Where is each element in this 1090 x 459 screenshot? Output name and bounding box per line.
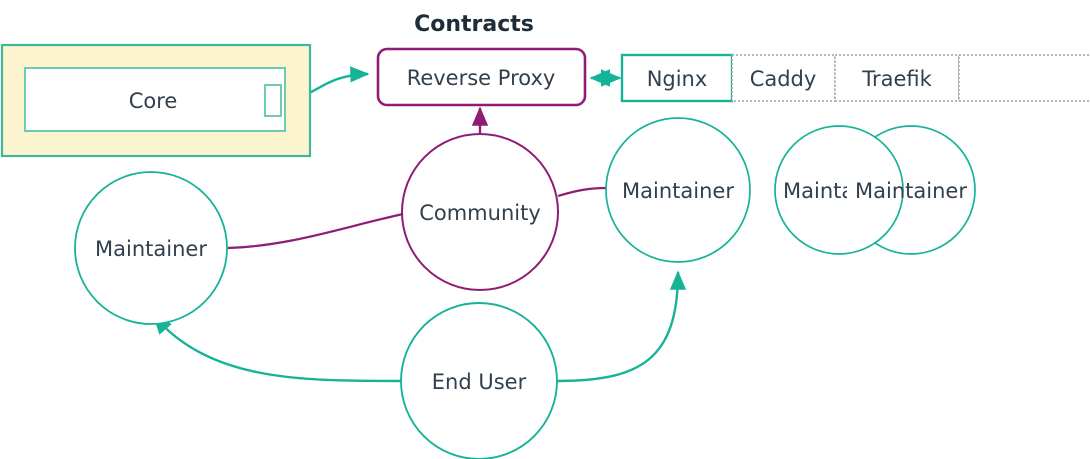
maintainer-left-label: Maintainer <box>95 237 207 261</box>
maintainer-stack-label-3: Maintainer <box>855 179 967 203</box>
edge-end-user-to-maintainer-right <box>556 270 687 383</box>
proxy-cell-nginx[interactable]: Nginx <box>620 53 734 103</box>
community-label: Community <box>419 201 541 225</box>
core-node-box[interactable] <box>24 67 286 132</box>
core-group[interactable]: Core <box>0 43 312 158</box>
end-user-node[interactable]: End User <box>400 302 558 459</box>
maintainer-left-circle[interactable] <box>74 171 228 325</box>
proxy-cell-nginx-box[interactable] <box>620 53 734 103</box>
reverse-proxy-box[interactable] <box>376 47 587 107</box>
proxy-cell-empty[interactable] <box>958 54 1090 102</box>
proxy-cell-empty-box[interactable] <box>958 54 1090 102</box>
maintainer-stack-label-2: Maintainer <box>783 179 895 203</box>
maintainer-stack-circle-2-shape[interactable] <box>774 125 904 255</box>
maintainer-stack-label-1: Maintainer <box>622 179 734 203</box>
proxy-cell-traefik[interactable]: Traefik <box>834 54 960 102</box>
core-node-label: Core <box>129 89 178 113</box>
reverse-proxy-node[interactable]: Reverse Proxy <box>376 47 587 107</box>
maintainer-stack[interactable]: Maintainer Maintainer Maintainer <box>605 117 976 263</box>
edge-community-to-maintainer-left <box>227 212 404 250</box>
core-port[interactable] <box>264 84 282 117</box>
reverse-proxy-label: Reverse Proxy <box>407 66 556 90</box>
contracts-title: Contracts <box>414 12 534 37</box>
maintainer-left-node[interactable]: Maintainer <box>74 171 228 325</box>
community-circle[interactable] <box>401 133 559 291</box>
proxy-cell-caddy-label: Caddy <box>750 67 817 91</box>
proxy-cell-traefik-box[interactable] <box>834 54 960 102</box>
edge-community-to-maintainer-right <box>557 186 607 198</box>
proxy-cell-nginx-label: Nginx <box>647 67 708 91</box>
edge-end-user-to-maintainer-left <box>153 314 402 383</box>
community-node[interactable]: Community <box>401 133 559 291</box>
proxy-cell-traefik-label: Traefik <box>861 67 932 91</box>
proxy-options-table[interactable]: Nginx Caddy Traefik <box>620 53 1090 103</box>
maintainer-stack-circle-1[interactable] <box>605 117 751 263</box>
maintainer-stack-circle-1-shape[interactable] <box>605 117 751 263</box>
maintainer-stack-circle-2[interactable] <box>774 125 904 255</box>
proxy-cell-caddy[interactable]: Caddy <box>731 54 836 102</box>
end-user-circle[interactable] <box>400 302 558 459</box>
end-user-label: End User <box>432 370 527 394</box>
